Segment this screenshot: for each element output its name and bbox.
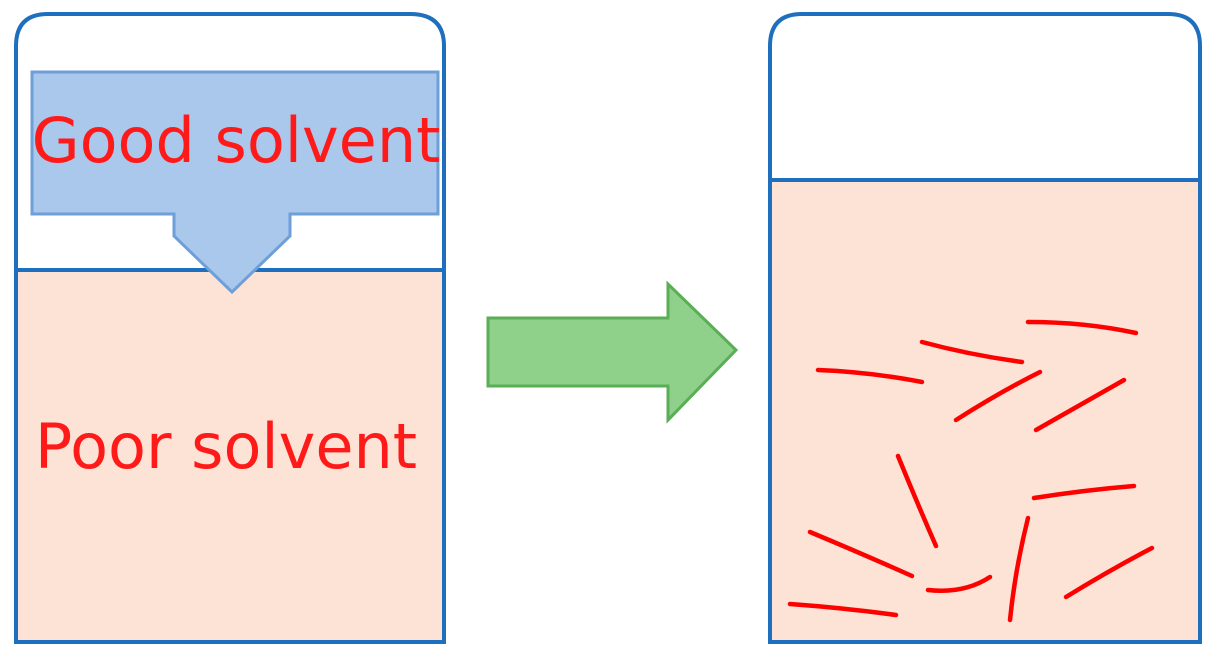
poor-solvent-label: Poor solvent: [35, 410, 417, 483]
rod-4: [953, 369, 1043, 423]
rod-9: [807, 529, 915, 579]
process-arrow: [486, 280, 739, 424]
right-beaker: [768, 12, 1202, 644]
left-beaker: Good solvent Poor solvent: [14, 12, 446, 644]
rod-3: [815, 367, 925, 385]
rod-12: [787, 601, 899, 618]
rod-1: [1025, 319, 1139, 336]
rod-8: [1007, 515, 1031, 623]
rod-5: [1033, 377, 1127, 433]
left-beaker-poor-solvent-fill: [16, 270, 444, 642]
good-solvent-arrow: [30, 70, 440, 295]
right-beaker-outline: [768, 12, 1202, 644]
left-beaker-outline: [14, 12, 446, 644]
rod-6: [895, 453, 939, 549]
rod-2: [919, 339, 1025, 365]
precipitate-rods: [787, 319, 1155, 623]
right-beaker-liquid-fill: [770, 180, 1200, 642]
rod-11: [1063, 545, 1155, 600]
rod-7: [1031, 483, 1137, 501]
rod-10: [925, 574, 993, 593]
good-solvent-label: Good solvent: [32, 104, 441, 177]
